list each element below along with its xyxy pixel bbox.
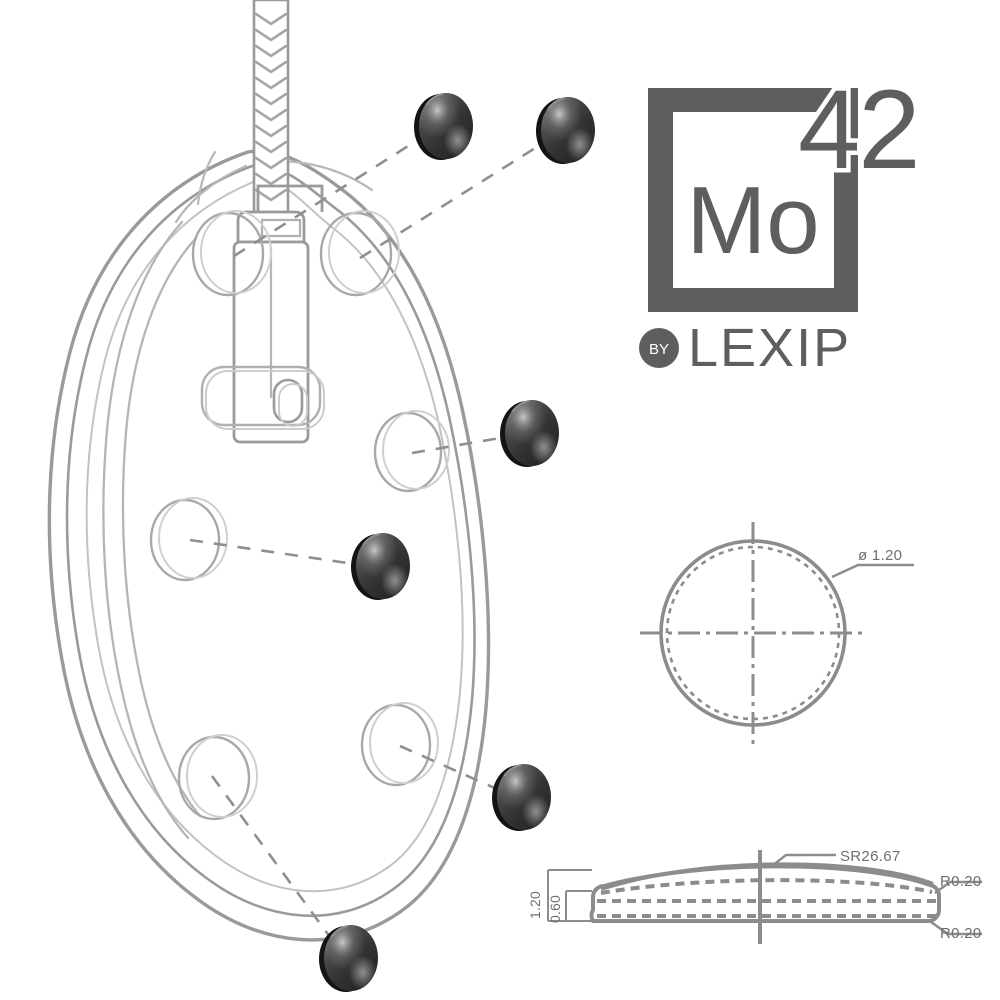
width-total-label: 1.20 [527, 891, 543, 919]
mouse-shell-contour [85, 178, 464, 893]
leader-bottom-right [399, 744, 509, 796]
diameter-leader [831, 563, 914, 579]
section-profile-outline [589, 862, 941, 923]
section-hidden-lines [597, 878, 936, 918]
radius-top-leader [934, 880, 982, 894]
logo-atomic-number: 42 [798, 67, 919, 192]
left-dimension-brackets [547, 869, 592, 922]
logo-element-symbol: Mo [686, 167, 819, 274]
leader-mid-left [189, 538, 369, 568]
radius-top-label: R0.20 [940, 873, 982, 890]
leader-top-right [359, 138, 549, 260]
usb-connector-housing [232, 240, 310, 444]
mouse-parting-line [65, 163, 476, 918]
spherical-radius-label: SR26.67 [840, 848, 900, 865]
by-badge-circle [639, 328, 679, 368]
logo-frame [648, 88, 858, 312]
height-step-label: 0.60 [547, 895, 563, 923]
by-label: BY [649, 341, 669, 358]
radius-bottom-label: R0.20 [940, 925, 982, 942]
sr-leader [771, 853, 836, 867]
leader-mid-right [411, 434, 513, 455]
leader-bottom-left [210, 775, 340, 949]
brand-wordmark: LEXIP [688, 318, 851, 378]
mouse-shoulder-detail [174, 164, 248, 224]
radius-bottom-leader [930, 921, 982, 936]
diameter-label: ø 1.20 [858, 547, 902, 564]
mouse-side-groove [102, 220, 202, 840]
mouse-outline-group [47, 149, 491, 942]
centerlines [640, 522, 868, 744]
